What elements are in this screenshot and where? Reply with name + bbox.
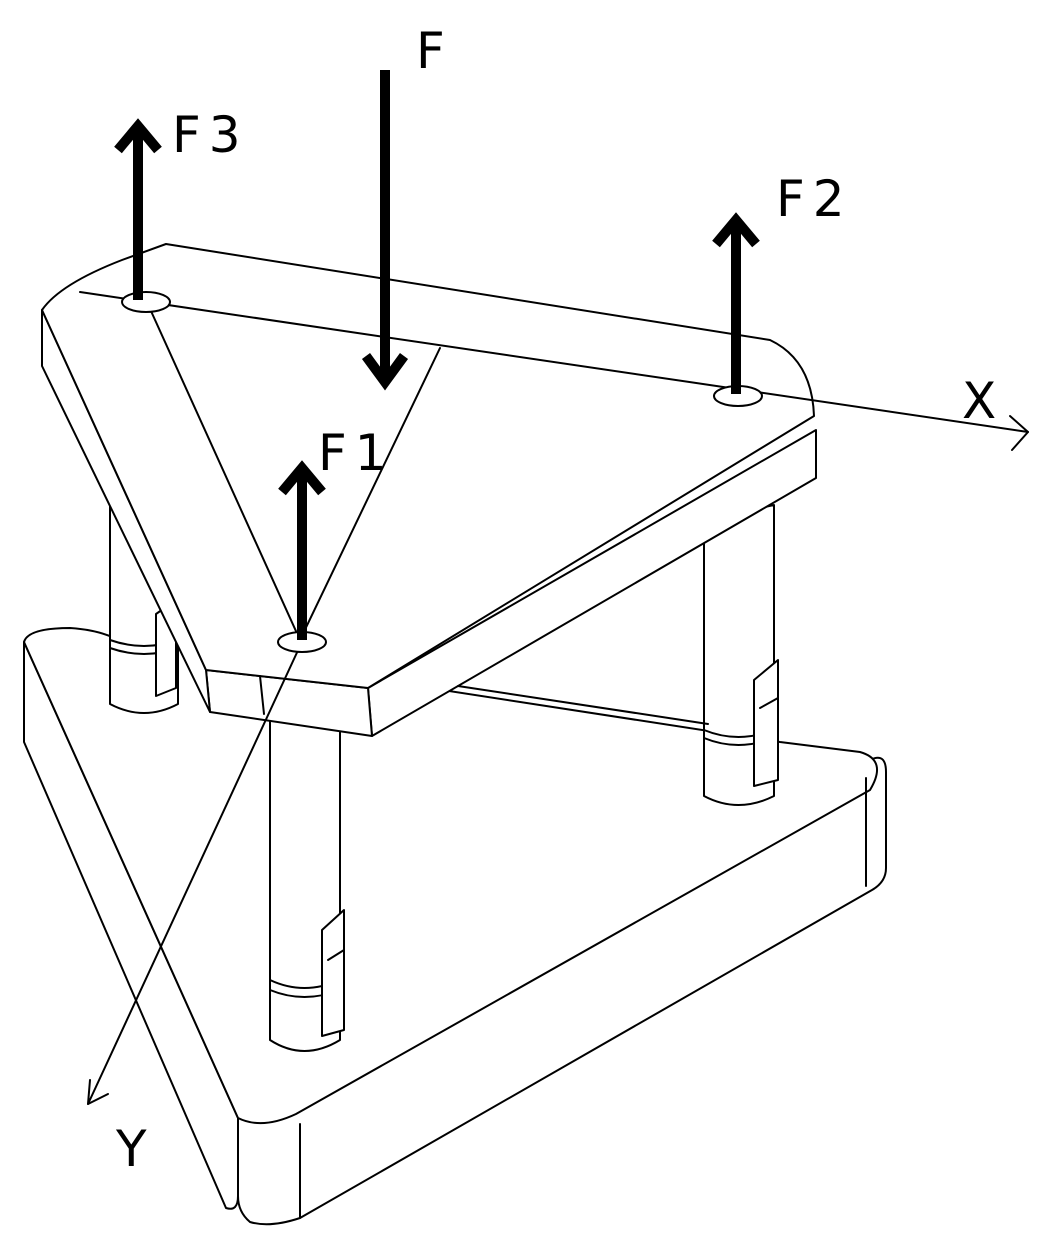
- base-plate: [23, 627, 887, 1226]
- arrow-f2: [712, 212, 760, 394]
- hole-f3: [121, 291, 171, 313]
- top-plate: [41, 243, 817, 737]
- arrow-f3: [114, 118, 162, 300]
- label-axis-y: Y: [115, 1120, 155, 1178]
- post-rear-right: [703, 504, 779, 806]
- post-front: [269, 681, 345, 1052]
- construction-lines: [145, 299, 709, 725]
- label-force-2: F2: [776, 170, 853, 228]
- axis-x: [79, 291, 1029, 451]
- axis-y: [87, 645, 301, 1105]
- label-axis-x: X: [962, 372, 1004, 430]
- label-force-total: F: [416, 22, 453, 80]
- arrow-f: [361, 70, 409, 391]
- arrow-f1: [278, 460, 326, 640]
- label-force-1: F1: [318, 424, 395, 482]
- label-force-3: F3: [172, 106, 249, 164]
